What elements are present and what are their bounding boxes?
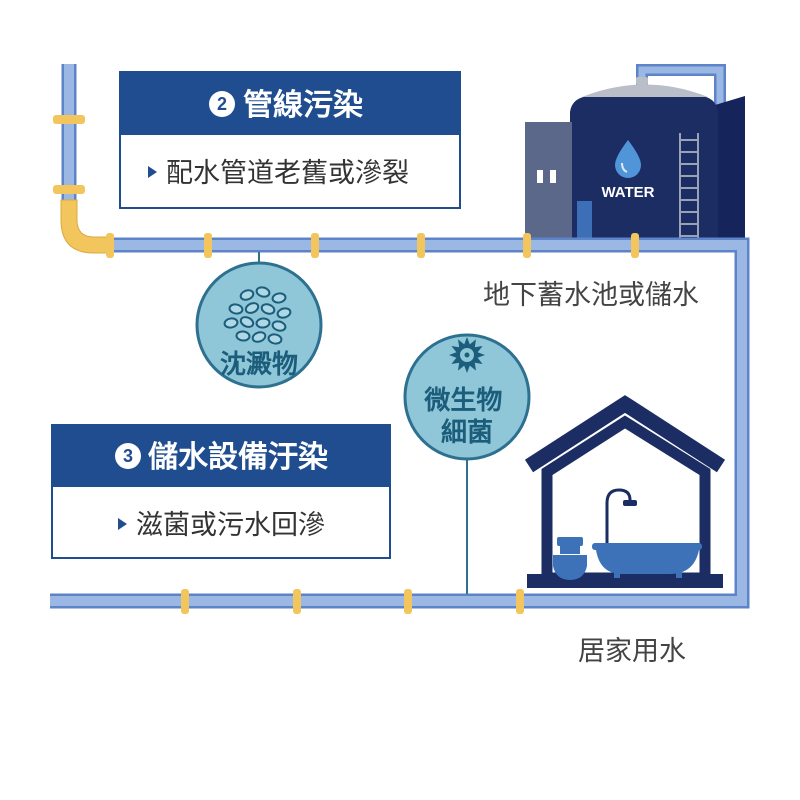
house-body — [541, 415, 711, 584]
tank-label: WATER — [601, 184, 654, 201]
card-item: 滋菌或污水回滲 — [136, 510, 325, 540]
pipe-clamp — [53, 185, 85, 194]
building-window — [550, 170, 556, 183]
pipe-clamp — [53, 115, 85, 124]
number-badge — [209, 91, 235, 117]
pipe-clamp — [293, 589, 301, 614]
house-floor — [527, 574, 723, 588]
pipe-network — [50, 64, 750, 614]
pipe-clamp — [516, 589, 524, 614]
bubble-label-line: 微生物 — [423, 385, 502, 415]
pipe-clamp — [311, 233, 319, 258]
card-header — [120, 72, 460, 135]
tank-lid-knob — [636, 77, 648, 85]
shower-icon — [605, 488, 637, 545]
pipe-clamp — [417, 233, 425, 258]
microbe-bubble: 微生物 細菌 — [403, 333, 531, 594]
house-icon — [524, 395, 726, 588]
tank-lid — [582, 84, 708, 97]
number-badge — [115, 443, 141, 469]
house-roof — [524, 395, 726, 473]
water-tank — [570, 96, 718, 240]
storage-contamination-card: 3 儲水設備汙染 滋菌或污水回滲 — [51, 424, 391, 559]
card-item: 配水管道老舊或滲裂 — [166, 158, 409, 188]
ladder-icon — [679, 133, 699, 240]
tank-door — [577, 201, 592, 240]
pipe-clamp — [204, 233, 212, 258]
bubble-label-line: 細菌 — [441, 417, 493, 447]
triangle-bullet-icon — [148, 166, 157, 178]
household-water-label: 居家用水 — [578, 636, 686, 666]
pipe-clamp — [181, 589, 189, 614]
card-title: 管線污染 — [243, 88, 363, 122]
sediment-bubble: 沈澱物 — [195, 252, 323, 389]
toilet-icon — [553, 537, 587, 580]
water-drop-icon — [615, 140, 641, 178]
storage-tank-label: 地下蓄水池或儲水 — [483, 280, 699, 310]
pipe-clamp — [106, 233, 114, 258]
pipe-clamp — [631, 233, 639, 258]
gray-building — [525, 122, 572, 240]
number-badge-text: 2 — [217, 94, 227, 114]
building-window — [537, 170, 543, 183]
virus-icon — [449, 337, 485, 373]
card-title: 儲水設備汙染 — [148, 440, 328, 474]
bubble-circle — [403, 333, 531, 461]
storage-facility: WATER — [525, 64, 745, 245]
pipe-elbow — [60, 199, 113, 254]
card-header — [52, 425, 390, 487]
pipe-clamp — [523, 233, 531, 258]
pipeline-contamination-card: 2 管線污染 配水管道老舊或滲裂 — [119, 71, 461, 209]
pipe-clamp — [404, 589, 412, 614]
number-badge-text: 3 — [123, 446, 133, 466]
sediment-particles-icon — [223, 286, 292, 345]
bathtub-icon — [592, 543, 702, 578]
triangle-bullet-icon — [118, 518, 127, 530]
bubble-label: 微生物 細菌 — [423, 385, 509, 447]
bubble-label: 沈澱物 — [220, 349, 298, 379]
